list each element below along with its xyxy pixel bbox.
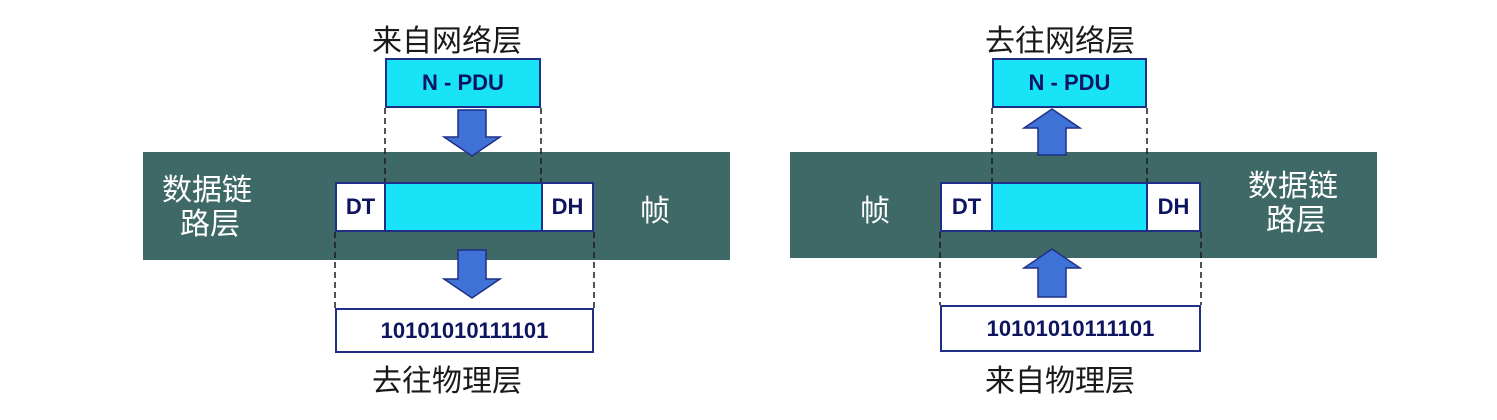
dt-field: DT — [940, 182, 993, 232]
bit-stream-box: 10101010111101 — [335, 308, 594, 353]
receiving-side-panel: 去往网络层 N - PDU 帧 DT DH 数据链 路层 10101010111… — [748, 0, 1497, 420]
frame-label: 帧 — [860, 194, 890, 229]
down-arrow-icon — [441, 249, 503, 299]
bottom-label: 去往物理层 — [372, 364, 522, 399]
up-arrow-icon — [1021, 108, 1083, 156]
guide-lines — [334, 108, 595, 308]
bit-stream-box: 10101010111101 — [940, 305, 1201, 352]
dh-field: DH — [1146, 182, 1201, 232]
sending-side-panel: 来自网络层 N - PDU 数据链 路层 DT DH 帧 10101010111… — [0, 0, 748, 420]
up-arrow-icon — [1021, 248, 1083, 298]
bottom-label: 来自物理层 — [985, 364, 1135, 399]
dh-field: DH — [541, 182, 594, 232]
top-label: 去往网络层 — [985, 24, 1135, 59]
top-label: 来自网络层 — [372, 24, 522, 59]
layer-label-line2: 路层 — [1266, 203, 1326, 238]
n-pdu-box: N - PDU — [992, 58, 1147, 108]
n-pdu-box: N - PDU — [385, 58, 541, 108]
frame-data-field — [384, 182, 543, 232]
data-link-layer-label: 数据链 路层 — [1248, 170, 1338, 238]
layer-label-line1: 数据链 — [1248, 169, 1338, 204]
down-arrow-icon — [441, 109, 503, 157]
frame-label: 帧 — [640, 194, 670, 229]
layer-label-line1: 数据链 — [162, 173, 252, 208]
layer-label-line2: 路层 — [180, 207, 240, 242]
data-link-layer-label: 数据链 路层 — [162, 174, 252, 242]
guide-lines — [939, 108, 1202, 305]
frame-data-field — [991, 182, 1148, 232]
dt-field: DT — [335, 182, 386, 232]
